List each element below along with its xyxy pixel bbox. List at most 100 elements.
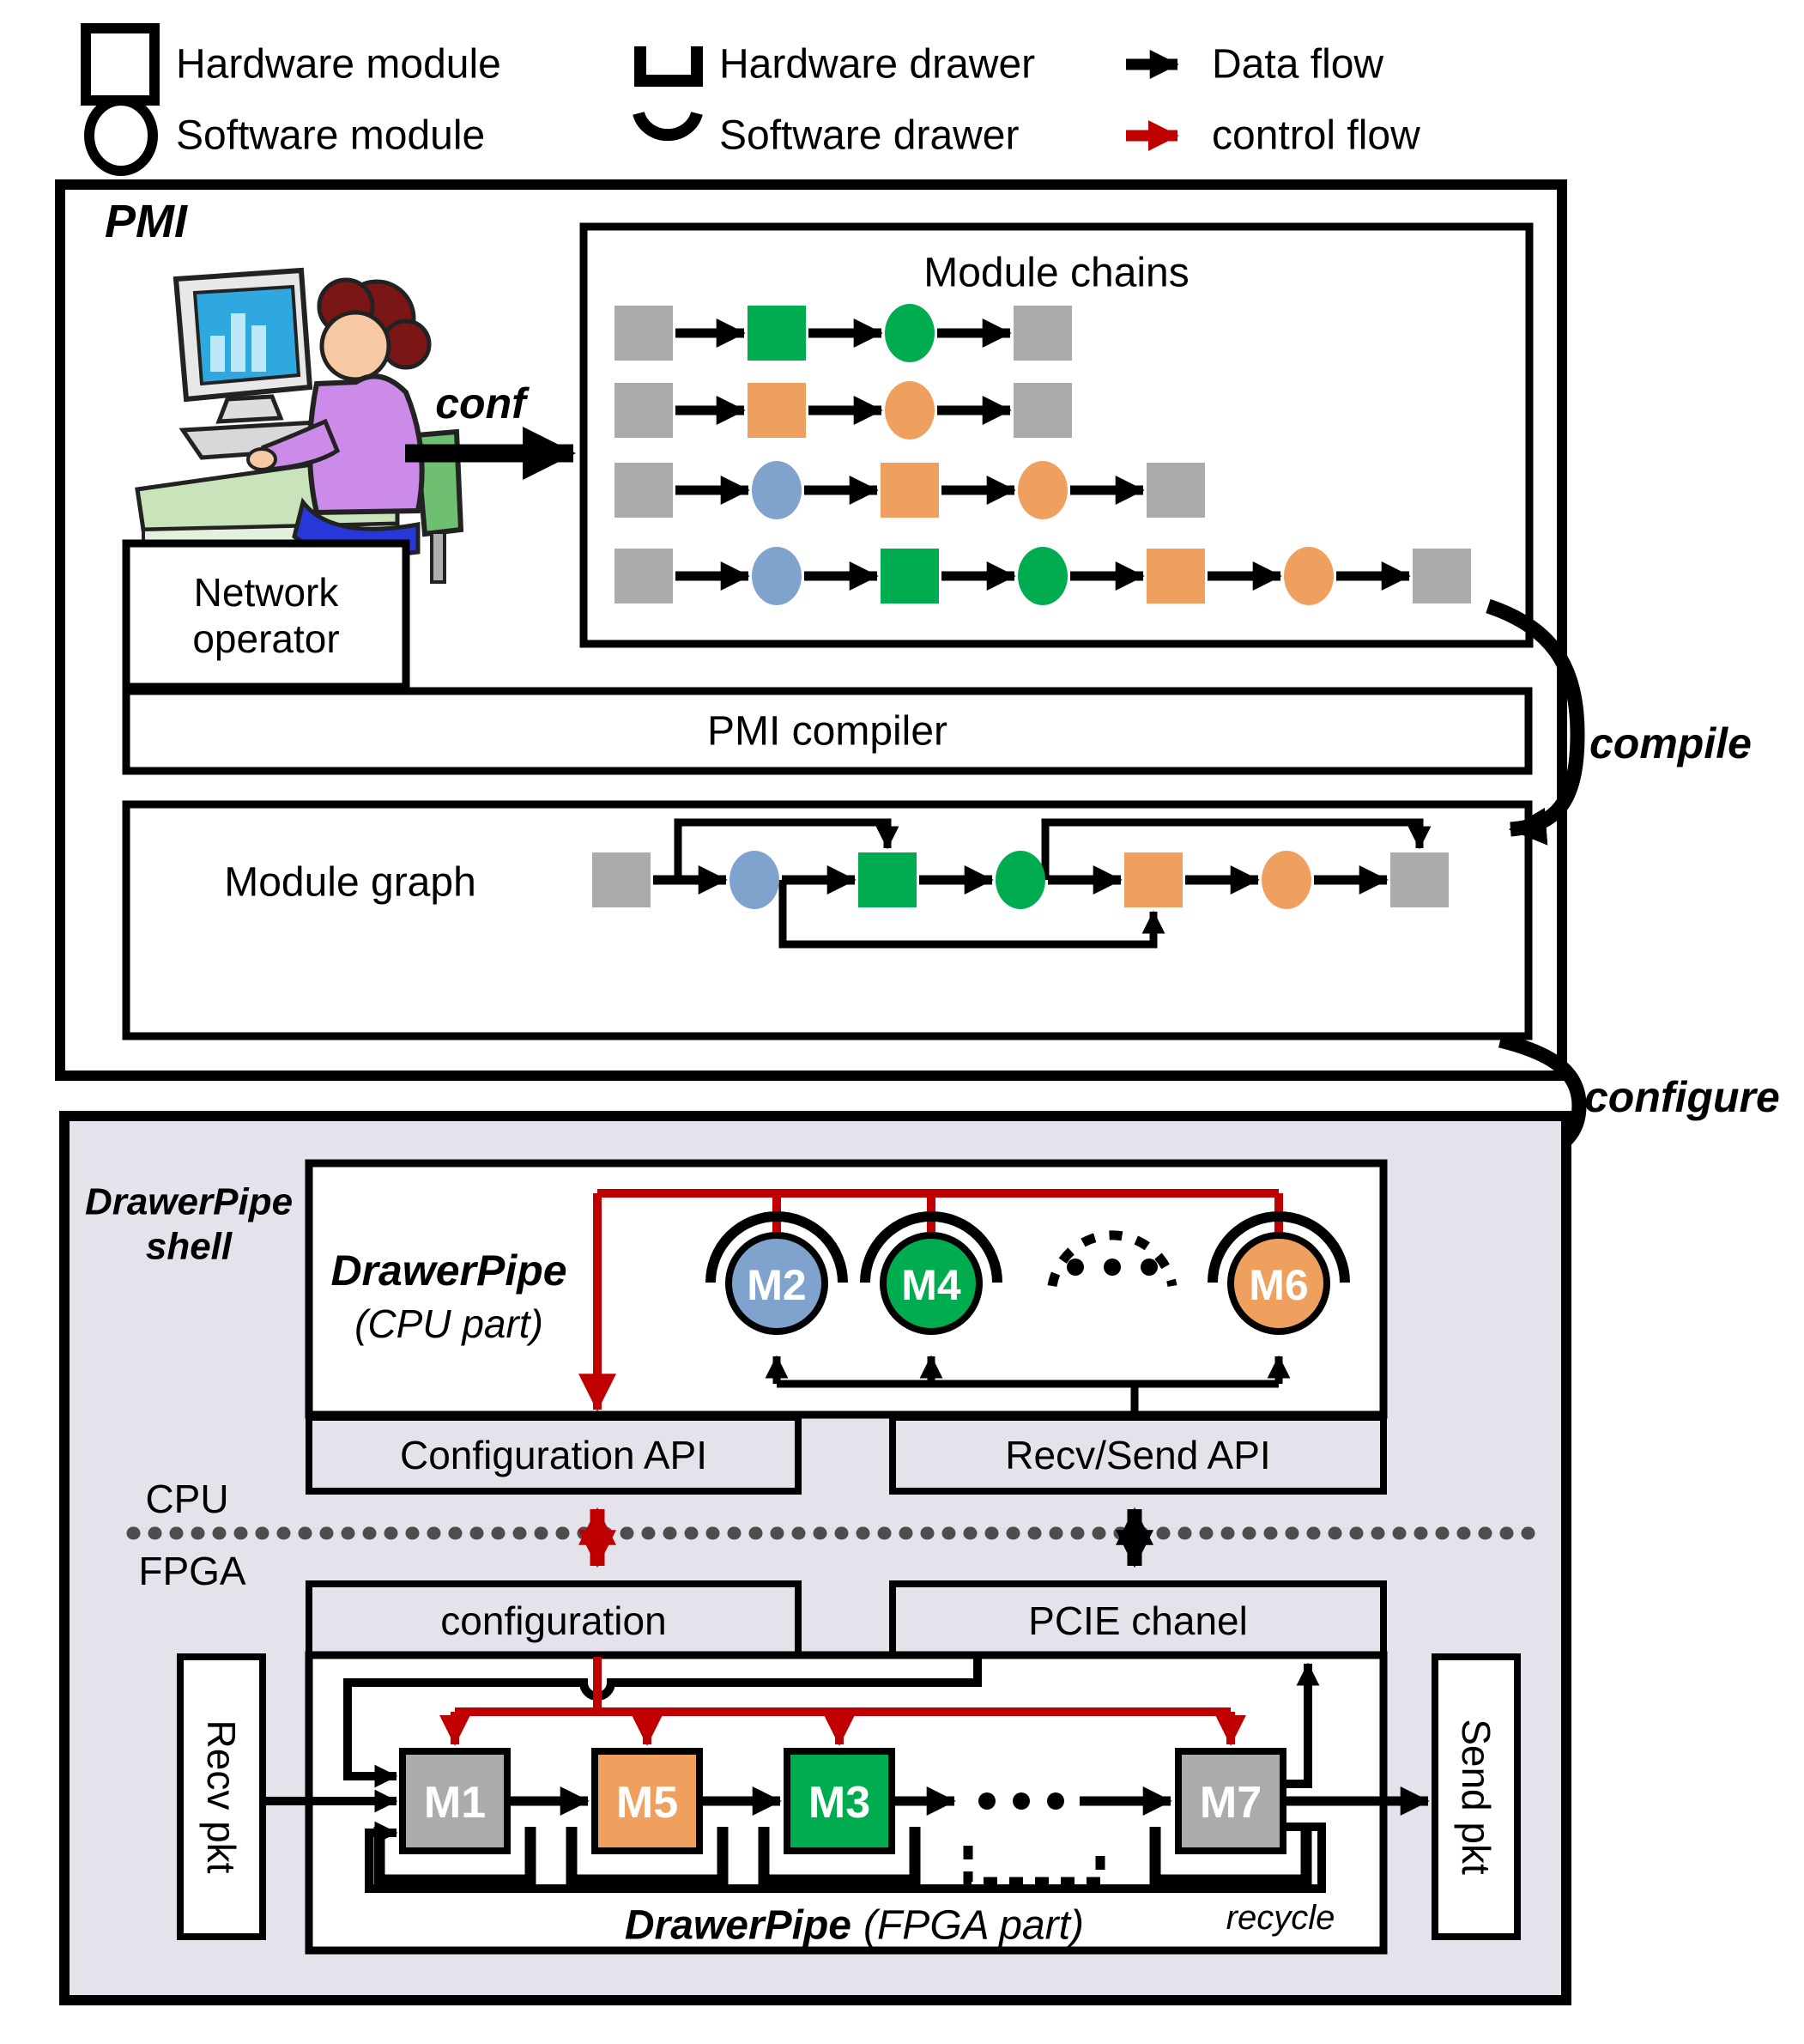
module-m1 bbox=[399, 1748, 511, 1854]
legend-software-drawer-label: Software drawer bbox=[719, 113, 1019, 159]
recv-pkt-box bbox=[177, 1653, 266, 1940]
hardware-drawer-m7 bbox=[1149, 1827, 1312, 1886]
legend-hardware-drawer-label: Hardware drawer bbox=[719, 42, 1035, 88]
drawerpipe-shell-label-line2: shell bbox=[146, 1226, 233, 1268]
compile-arrow bbox=[1486, 598, 1585, 846]
green-square-node bbox=[881, 549, 939, 603]
hardware-drawer-ellipsis-dashed bbox=[963, 1846, 1105, 1887]
gray-square-node bbox=[1014, 383, 1072, 438]
send-pkt-box bbox=[1432, 1653, 1521, 1940]
gray-square-node bbox=[614, 549, 673, 603]
cpu-data-wires bbox=[765, 1355, 1291, 1416]
network-operator-label-line2: operator bbox=[192, 616, 339, 661]
gray-square-node bbox=[614, 463, 673, 518]
pmi-compiler-bar bbox=[122, 687, 1533, 775]
pcie-channel-box bbox=[889, 1580, 1387, 1659]
module-m5 bbox=[591, 1748, 703, 1854]
cpu-label: CPU bbox=[145, 1477, 228, 1521]
pmi-title: PMI bbox=[105, 196, 188, 247]
gray-square-node bbox=[1014, 306, 1072, 361]
ellipsis-dot bbox=[1141, 1259, 1158, 1276]
fpga-label: FPGA bbox=[138, 1549, 246, 1593]
configure-label: configure bbox=[1584, 1073, 1780, 1121]
module-m2 bbox=[725, 1232, 828, 1335]
blue-circle-node bbox=[752, 461, 802, 519]
legend-software-module-label: Software module bbox=[176, 113, 485, 159]
orange-square-node bbox=[1124, 852, 1183, 907]
module-m4 bbox=[880, 1232, 983, 1335]
network-operator-label-line1: Network bbox=[194, 570, 340, 615]
recv-send-api-label: Recv/Send API bbox=[1005, 1433, 1270, 1477]
pmi-compiler-label: PMI compiler bbox=[707, 709, 947, 755]
hardware-module-icon bbox=[81, 23, 160, 106]
hardware-drawer-m3 bbox=[758, 1827, 921, 1886]
software-drawer-m6 bbox=[1208, 1211, 1350, 1283]
module-m6 bbox=[1227, 1232, 1330, 1335]
orange-square-node bbox=[1147, 549, 1205, 603]
module-graph-box bbox=[122, 800, 1533, 1040]
configuration-label: configuration bbox=[440, 1598, 666, 1643]
configuration-api-label: Configuration API bbox=[400, 1433, 707, 1477]
conf-label: conf bbox=[435, 379, 530, 428]
orange-circle-node bbox=[885, 381, 935, 440]
fpga-part-title: DrawerPipe bbox=[625, 1903, 851, 1949]
green-circle-node bbox=[1018, 547, 1068, 605]
drawerpipe-shell-label-line1: DrawerPipe bbox=[85, 1181, 293, 1223]
cpu-modules: M2 M4 M6 bbox=[725, 1232, 1330, 1335]
module-graph-label: Module graph bbox=[224, 860, 476, 906]
blue-circle-node bbox=[729, 851, 779, 909]
fpga-part-subtitle: (FPGA part) bbox=[863, 1903, 1084, 1949]
ellipsis-dot bbox=[1013, 1792, 1030, 1810]
orange-circle-node bbox=[1262, 851, 1311, 909]
send-pkt-label: Send pkt bbox=[1454, 1719, 1498, 1875]
pmi-section: PMI Network operator conf bbox=[55, 179, 1567, 1081]
drawerpipe-cpu-part-box bbox=[305, 1159, 1388, 1419]
gray-square-node bbox=[614, 306, 673, 361]
module-m4-label: M4 bbox=[901, 1261, 961, 1309]
cpu-part-subtitle: (CPU part) bbox=[354, 1301, 543, 1346]
module-m3-label: M3 bbox=[808, 1778, 870, 1828]
configuration-api-box bbox=[306, 1414, 802, 1495]
network-operator-box bbox=[122, 539, 410, 691]
green-square-node bbox=[858, 852, 917, 907]
ellipsis-dot bbox=[978, 1792, 996, 1810]
cpu-software-drawers bbox=[705, 1211, 1350, 1287]
module-m5-label: M5 bbox=[616, 1778, 678, 1828]
legend-data-flow-label: Data flow bbox=[1212, 42, 1383, 88]
orange-circle-node bbox=[1284, 547, 1334, 605]
cpu-part-title: DrawerPipe bbox=[330, 1246, 566, 1295]
green-circle-node bbox=[996, 851, 1045, 909]
orange-square-node bbox=[748, 383, 806, 438]
orange-circle-node bbox=[1018, 461, 1068, 519]
green-square-node bbox=[748, 306, 806, 361]
module-graph-bypass-wires bbox=[674, 818, 1432, 949]
module-m6-label: M6 bbox=[1249, 1261, 1308, 1309]
legend: Hardware module Software module Hardware… bbox=[81, 23, 1420, 176]
hardware-drawer-m5 bbox=[566, 1827, 729, 1886]
software-drawer-icon bbox=[633, 111, 703, 142]
software-drawer-ellipsis-dashed bbox=[1047, 1230, 1177, 1287]
ellipsis-dot bbox=[1104, 1259, 1121, 1276]
module-m2-label: M2 bbox=[747, 1261, 806, 1309]
recv-send-api-box bbox=[889, 1414, 1387, 1495]
recycle-loop-wire bbox=[365, 1821, 1326, 1893]
hardware-drawer-m1 bbox=[373, 1827, 536, 1886]
software-module-icon bbox=[84, 95, 158, 176]
module-chains-rows bbox=[614, 304, 1471, 605]
recycle-label: recycle bbox=[1226, 1899, 1335, 1937]
pcie-channel-label: PCIE chanel bbox=[1028, 1598, 1248, 1643]
module-m7-label: M7 bbox=[1200, 1778, 1262, 1828]
software-drawer-m4 bbox=[860, 1211, 1002, 1283]
gray-square-node bbox=[614, 383, 673, 438]
ellipsis-dot bbox=[1047, 1792, 1064, 1810]
fpga-control-wires bbox=[439, 1657, 1246, 1746]
drawerpipe-shell-section: DrawerPipe shell DrawerPipe (CPU part) M… bbox=[59, 1111, 1571, 2005]
blue-circle-node bbox=[752, 547, 802, 605]
legend-control-flow-label: control flow bbox=[1212, 113, 1420, 159]
software-drawer-m2 bbox=[705, 1211, 848, 1283]
hardware-drawer-icon bbox=[634, 46, 703, 87]
recv-pkt-label: Recv pkt bbox=[199, 1720, 244, 1874]
ellipsis-dot bbox=[1067, 1259, 1084, 1276]
